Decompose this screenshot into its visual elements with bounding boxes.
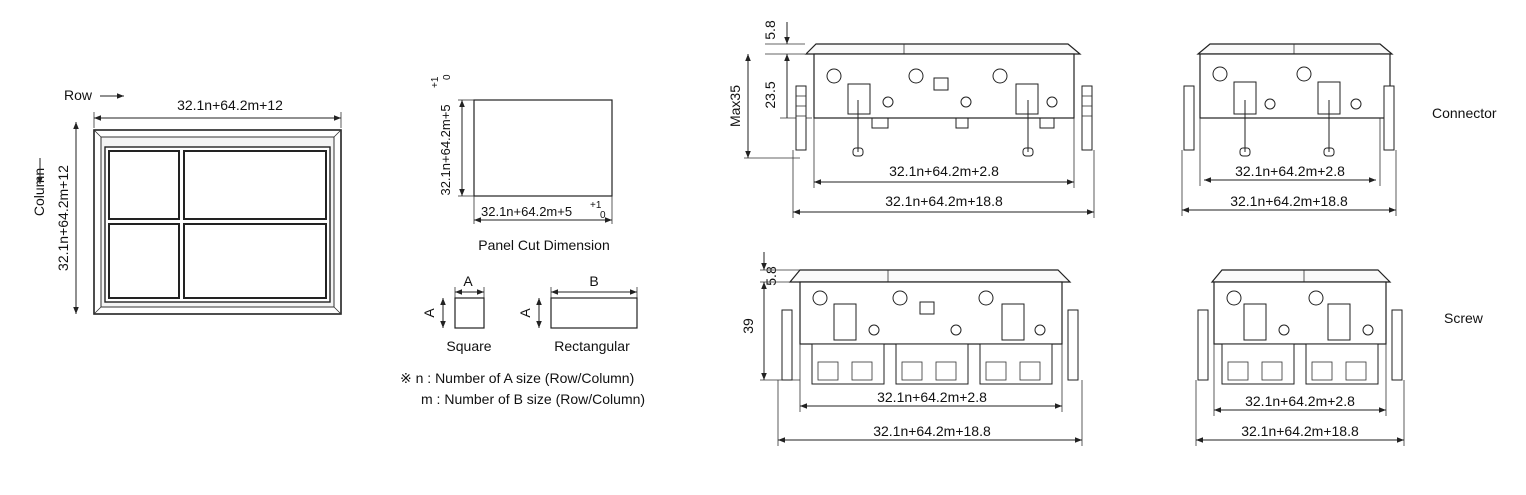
screw-inner-dim: 32.1n+64.2m+2.8 <box>877 389 987 405</box>
panel-cut-height-dim: 32.1n+64.2m+5 <box>438 104 453 195</box>
square-width-label: A <box>463 273 473 289</box>
connector-label: Connector <box>1432 105 1497 121</box>
screw-side-view-small: 32.1n+64.2m+2.8 32.1n+64.2m+18.8 <box>1195 269 1405 446</box>
panel-cut-width-tol-lower: 0 <box>600 210 606 221</box>
size-legend: A A Square B A Rectangular ※ n : Number … <box>400 273 645 407</box>
rect-size-box <box>550 297 638 329</box>
connector-dim-mid: 23.5 <box>762 81 778 108</box>
front-width-dim: 32.1n+64.2m+12 <box>177 97 283 113</box>
square-size-box <box>454 297 485 329</box>
connector-body <box>813 53 1075 119</box>
panel-cut-caption: Panel Cut Dimension <box>478 237 610 253</box>
screw-small-outer-dim: 32.1n+64.2m+18.8 <box>1241 423 1359 439</box>
connector-dim-top: 5.8 <box>762 20 778 40</box>
square-caption: Square <box>446 338 491 354</box>
panel-cut-outline <box>473 99 613 197</box>
connector-small-inner-dim: 32.1n+64.2m+2.8 <box>1235 163 1345 179</box>
screw-outer-dim: 32.1n+64.2m+18.8 <box>873 423 991 439</box>
connector-dim-max: Max35 <box>727 85 743 127</box>
note-n: ※ n : Number of A size (Row/Column) <box>400 370 634 386</box>
connector-side-view-small: 32.1n+64.2m+2.8 32.1n+64.2m+18.8 <box>1181 43 1397 216</box>
column-label: Column <box>31 168 47 216</box>
switch-cell-square-top <box>108 150 180 220</box>
connector-side-view-large: 5.8 Max35 23.5 32.1n+64.2m+2.8 32.1n+6 <box>727 20 1095 218</box>
front-height-dim: 32.1n+64.2m+12 <box>55 165 71 271</box>
switch-cell-square-bottom <box>108 223 180 299</box>
screw-body <box>799 281 1063 345</box>
front-view: Row 32.1n+64.2m+12 Column 32.1n+64.2m+12 <box>31 87 342 315</box>
connector-inner-dim: 32.1n+64.2m+2.8 <box>889 163 999 179</box>
switch-cell-rect-top <box>183 150 327 220</box>
screw-side-view-large: 5.8 39 32.1n+64.2m+2.8 32.1n+64.2m+18.8 <box>740 252 1083 446</box>
square-height-label: A <box>421 308 437 318</box>
screw-body-small <box>1213 281 1387 345</box>
panel-cut-height-tol-upper: +1 <box>430 76 441 88</box>
screw-label: Screw <box>1444 310 1484 326</box>
panel-cut-width-tol-upper: +1 <box>590 200 602 211</box>
connector-body-small <box>1199 53 1391 119</box>
connector-small-outer-dim: 32.1n+64.2m+18.8 <box>1230 193 1348 209</box>
screw-dim-top: 5.8 <box>763 266 779 286</box>
panel-cut-view: 32.1n+64.2m+5 +1 0 32.1n+64.2m+5 +1 0 Pa… <box>430 74 613 253</box>
screw-dim-mid: 39 <box>740 318 756 334</box>
switch-cell-rect-bottom <box>183 223 327 299</box>
row-label: Row <box>64 87 93 103</box>
note-m: m : Number of B size (Row/Column) <box>421 391 645 407</box>
panel-cut-height-tol-lower: 0 <box>442 74 453 80</box>
rect-height-label: A <box>517 308 533 318</box>
screw-small-inner-dim: 32.1n+64.2m+2.8 <box>1245 393 1355 409</box>
connector-outer-dim: 32.1n+64.2m+18.8 <box>885 193 1003 209</box>
panel-cut-width-dim: 32.1n+64.2m+5 <box>481 204 572 219</box>
rect-width-label: B <box>589 273 598 289</box>
rect-caption: Rectangular <box>554 338 630 354</box>
